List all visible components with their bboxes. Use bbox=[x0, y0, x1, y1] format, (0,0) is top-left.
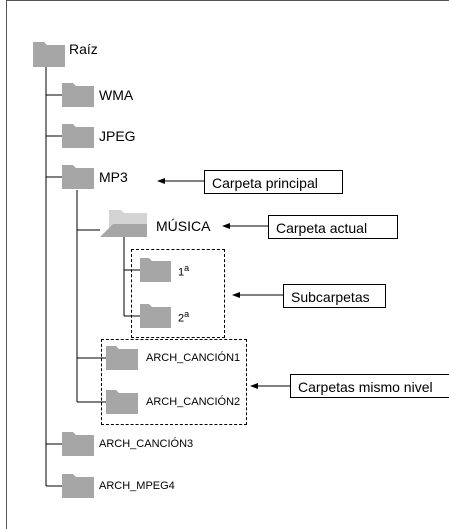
tree-lines bbox=[45, 66, 140, 487]
open-folder-icon bbox=[100, 210, 147, 237]
musica-label: MÚSICA bbox=[156, 218, 211, 234]
subfolder-2-label: 2a bbox=[178, 309, 190, 325]
folder-icon bbox=[62, 83, 94, 107]
callout-carpeta-principal: Carpeta principal bbox=[204, 170, 343, 194]
subfolder-1-label: 1a bbox=[178, 263, 190, 279]
callout-subcarpetas: Subcarpetas bbox=[283, 284, 386, 308]
callout-arrows bbox=[157, 178, 290, 389]
arch-cancion2-label: ARCH_CANCIÓN2 bbox=[146, 396, 241, 408]
arch-cancion1-label: ARCH_CANCIÓN1 bbox=[146, 352, 241, 364]
callout-carpeta-actual: Carpeta actual bbox=[268, 215, 398, 239]
callout-carpetas-mismo-nivel: Carpetas mismo nivel bbox=[290, 374, 449, 398]
arch-mpeg4-label: ARCH_MPEG4 bbox=[99, 480, 175, 492]
folder-icon bbox=[140, 258, 171, 282]
folder-icon bbox=[62, 165, 94, 189]
wma-label: WMA bbox=[99, 87, 134, 103]
folder-icon bbox=[106, 346, 138, 370]
folder-icon bbox=[62, 124, 94, 148]
same-level-group-box bbox=[101, 339, 247, 425]
folder-icon bbox=[106, 390, 138, 414]
folder-icon bbox=[62, 432, 94, 456]
diagram-frame bbox=[6, 0, 449, 529]
mp3-label: MP3 bbox=[99, 169, 128, 185]
root-label: Raíz bbox=[69, 41, 98, 57]
folder-icon bbox=[140, 304, 171, 328]
subfolder-group-box bbox=[131, 249, 225, 338]
arch-cancion3-label: ARCH_CANCIÓN3 bbox=[99, 438, 194, 450]
folder-icon bbox=[33, 42, 65, 67]
folder-icon bbox=[62, 474, 94, 498]
jpeg-label: JPEG bbox=[99, 128, 136, 144]
